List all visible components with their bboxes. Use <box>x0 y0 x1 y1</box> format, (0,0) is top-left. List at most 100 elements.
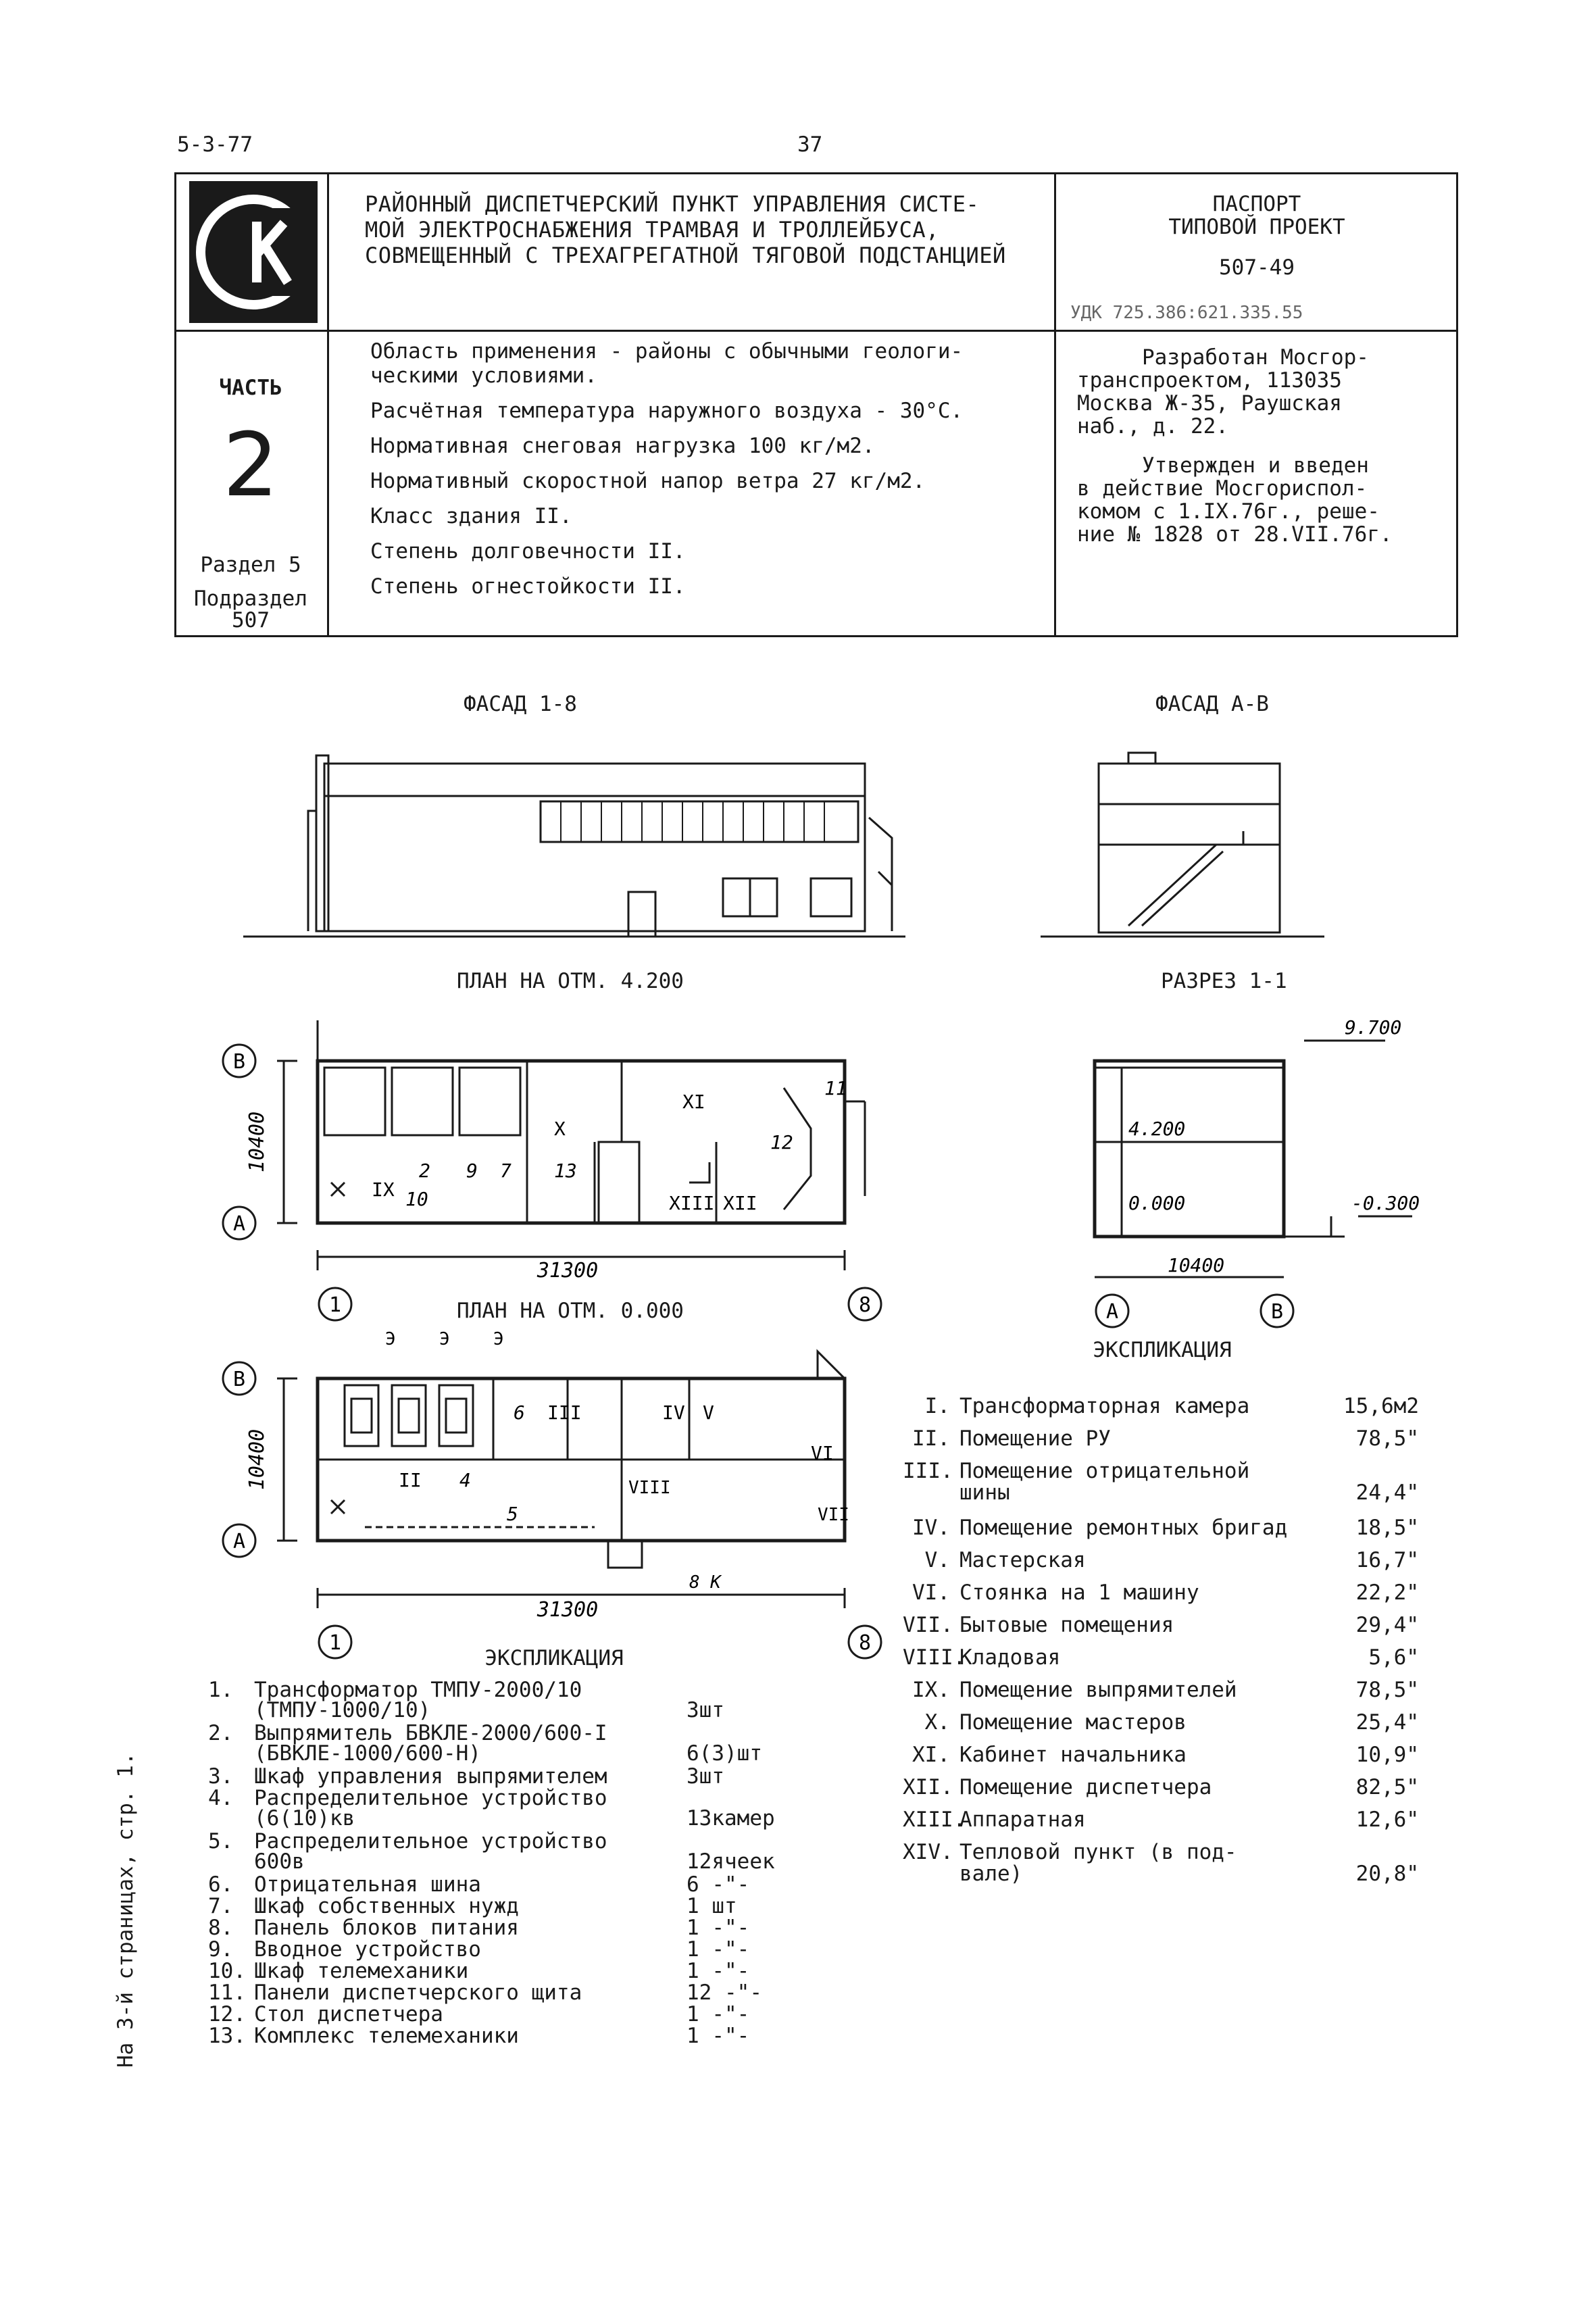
elev-minus-label: -0.300 <box>1351 1192 1420 1214</box>
axis-1-label: 1 <box>329 1631 341 1655</box>
room-cell: I. <box>924 1394 950 1418</box>
equipment-cell: Трансформатор ТМПУ-2000/10 <box>254 1678 582 1702</box>
equipment-cell: 8. <box>208 1916 234 1940</box>
equipment-cell: Стол диспетчера <box>254 2002 443 2026</box>
section-dim-label: 10400 <box>1168 1254 1224 1276</box>
plan-number: 10 <box>405 1188 428 1210</box>
plan-number: 11 <box>824 1077 847 1099</box>
dim-length-label: 31300 <box>537 1259 598 1283</box>
plan-number: 4 <box>459 1469 471 1491</box>
room-label-viii: VIII <box>628 1478 671 1498</box>
room-cell: XI. <box>912 1743 950 1767</box>
room-cell: VI. <box>912 1580 950 1605</box>
header-block <box>174 172 1458 637</box>
section-label: Раздел 5 <box>200 553 301 577</box>
axis-a-label: А <box>233 1212 245 1236</box>
plan-number: 5 <box>507 1503 518 1525</box>
equipment-cell: 6 -"- <box>687 1872 750 1897</box>
room-cell: 16,7" <box>1355 1548 1419 1572</box>
room-cell: Трансформаторная камера <box>959 1394 1250 1418</box>
plan-4200-caption: ПЛАН НА ОТМ. 4.200 <box>457 969 684 993</box>
room-label-v: V <box>703 1401 714 1424</box>
room-cell: 10,9" <box>1355 1743 1419 1767</box>
axis-8-label: 8 <box>859 1293 871 1317</box>
subsection-number: 507 <box>232 608 270 632</box>
room-cell: IV. <box>912 1516 950 1540</box>
room-cell: Помещение ремонтных бригад <box>959 1516 1288 1540</box>
equipment-cell: Шкаф собственных нужд <box>254 1894 519 1918</box>
sheet-code: 5-3-77 <box>177 132 253 157</box>
equipment-table-title: ЭКСПЛИКАЦИЯ <box>484 1646 624 1670</box>
equipment-cell: 2. <box>208 1721 234 1745</box>
equipment-cell: 12 -"- <box>687 1981 762 2005</box>
project-number: 507-49 <box>1219 255 1295 280</box>
room-cell: XIV. <box>903 1840 953 1864</box>
room-cell: Помещение отрицательной <box>959 1459 1250 1483</box>
margin-note: На 3-й страницах, стр. 1. <box>114 1752 138 2068</box>
part-number: 2 <box>222 414 279 516</box>
room-cell: 20,8" <box>1355 1862 1419 1886</box>
room-cell: Помещение диспетчера <box>959 1775 1212 1799</box>
equipment-cell: Вводное устройство <box>254 1937 481 1962</box>
equipment-cell: Панель блоков питания <box>254 1916 519 1940</box>
facade-a-v-drawing <box>1041 751 1324 938</box>
room-label-iv: IV <box>662 1401 685 1424</box>
equipment-cell: (БВКЛЕ-1000/600-Н) <box>254 1741 481 1766</box>
equipment-cell: 1 -"- <box>687 1937 750 1962</box>
equipment-cell: 3шт <box>687 1698 724 1722</box>
equipment-cell: 5. <box>208 1829 234 1853</box>
e-mark: Э <box>385 1329 396 1349</box>
project-type: ТИПОВОЙ ПРОЕКТ <box>1168 215 1345 239</box>
room-cell: XII. <box>903 1775 953 1799</box>
room-cell: 24,4" <box>1355 1480 1419 1505</box>
plan-number: 6 <box>514 1401 525 1424</box>
plan-number: 9 <box>466 1160 478 1182</box>
equipment-cell: 1 -"- <box>687 1959 750 1983</box>
room-label-vi: VI <box>811 1442 834 1464</box>
room-cell: VIII. <box>903 1645 966 1670</box>
equipment-cell: 7. <box>208 1894 234 1918</box>
room-cell: 5,6" <box>1368 1645 1419 1670</box>
e-mark: Э <box>439 1329 450 1349</box>
plan-number: 13 <box>554 1160 577 1182</box>
equipment-cell: 1 -"- <box>687 2024 750 2048</box>
equipment-cell: Выпрямитель БВКЛЕ-2000/600-I <box>254 1721 607 1745</box>
room-cell: 82,5" <box>1355 1775 1419 1799</box>
room-cell: 78,5" <box>1355 1426 1419 1451</box>
equipment-cell: (ТМПУ-1000/10) <box>254 1698 431 1722</box>
room-cell: VII. <box>903 1613 953 1637</box>
equipment-cell: 600в <box>254 1849 305 1874</box>
equipment-cell: Отрицательная шина <box>254 1872 481 1897</box>
equipment-cell: 12. <box>208 2002 246 2026</box>
room-cell: Кабинет начальника <box>959 1743 1187 1767</box>
e-mark: Э <box>493 1329 504 1349</box>
conditions-list: Область применения - районы с обычными г… <box>370 339 964 599</box>
room-cell: II. <box>912 1426 950 1451</box>
elev-zero-label: 0.000 <box>1128 1192 1185 1214</box>
equipment-cell: 3шт <box>687 1764 724 1789</box>
equipment-cell: Распределительное устройство <box>254 1786 607 1810</box>
equipment-cell: 12ячеек <box>687 1849 775 1874</box>
equipment-cell: Комплекс телемеханики <box>254 2024 519 2048</box>
room-cell: X. <box>924 1710 950 1735</box>
equipment-cell: Шкаф телемеханики <box>254 1959 469 1983</box>
page-number: 37 <box>797 132 823 157</box>
plan-number: 2 <box>419 1160 430 1182</box>
equipment-cell: 6. <box>208 1872 234 1897</box>
axis-8-label: 8 <box>859 1631 871 1655</box>
room-cell: Тепловой пункт (в под- <box>959 1840 1237 1864</box>
rooms-table-title: ЭКСПЛИКАЦИЯ <box>1093 1338 1232 1362</box>
room-cell: Бытовые помещения <box>959 1613 1174 1637</box>
section-1-1-caption: РАЗРЕЗ 1-1 <box>1161 969 1287 993</box>
part-label: ЧАСТЬ <box>219 376 282 400</box>
equipment-cell: 4. <box>208 1786 234 1810</box>
equipment-cell: Распределительное устройство <box>254 1829 607 1853</box>
equipment-cell: 3. <box>208 1764 234 1789</box>
plan-0000-drawing: В А 1 8 31300 10400 Э Э Э III IV V VI VI… <box>222 1329 882 1660</box>
equipment-cell: Панели диспетчерского щита <box>254 1981 582 2005</box>
room-cell: вале) <box>959 1862 1023 1886</box>
axis-1-label: 1 <box>329 1293 341 1317</box>
axis-a-label: А <box>233 1530 245 1553</box>
room-cell: шины <box>959 1480 1010 1505</box>
equipment-cell: 11. <box>208 1981 246 2005</box>
